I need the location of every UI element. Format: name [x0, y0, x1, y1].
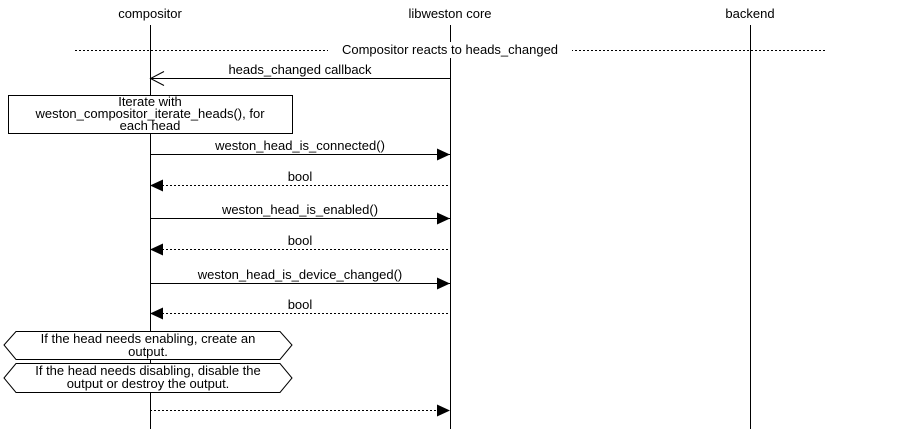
condition-box-disabling [3, 363, 293, 393]
message-label-is-enabled: weston_head_is_enabled() [221, 202, 378, 217]
filled-arrowhead-right-icon [437, 212, 450, 225]
message-label-is-connected: weston_head_is_connected() [214, 138, 385, 153]
note-line-3: each head [120, 118, 181, 133]
divider-label: Compositor reacts to heads_changed [342, 42, 558, 57]
message-label-bool-3: bool [288, 297, 313, 312]
condition-enabling-line-1: If the head needs enabling, create an [41, 331, 256, 346]
message-label-is-device-changed: weston_head_is_device_changed() [197, 267, 403, 282]
message-label-bool-2: bool [288, 233, 313, 248]
entity-label-compositor: compositor [118, 6, 182, 21]
message-label-heads-changed-callback: heads_changed callback [228, 62, 372, 77]
message-label-bool-1: bool [288, 169, 313, 184]
condition-disabling-line-2: output or destroy the output. [67, 376, 230, 391]
filled-arrowhead-right-icon [437, 148, 450, 161]
filled-arrowhead-left-icon [150, 307, 163, 320]
filled-arrowhead-left-icon [150, 243, 163, 256]
note-line-1: Iterate with [118, 94, 182, 109]
filled-arrowhead-right-icon [437, 277, 450, 290]
condition-enabling-line-2: output. [128, 344, 168, 359]
note-line-2: weston_compositor_iterate_heads(), for [34, 106, 265, 121]
condition-box-enabling [3, 331, 293, 360]
filled-arrowhead-right-icon [437, 404, 450, 417]
filled-arrowhead-left-icon [150, 179, 163, 192]
entity-label-backend: backend [725, 6, 774, 21]
divider-label-backing [328, 42, 572, 58]
condition-disabling-line-1: If the head needs disabling, disable the [35, 363, 261, 378]
entity-label-libweston-core: libweston core [408, 6, 491, 21]
note-box [8, 95, 293, 134]
open-arrowhead-left-icon [149, 71, 165, 86]
